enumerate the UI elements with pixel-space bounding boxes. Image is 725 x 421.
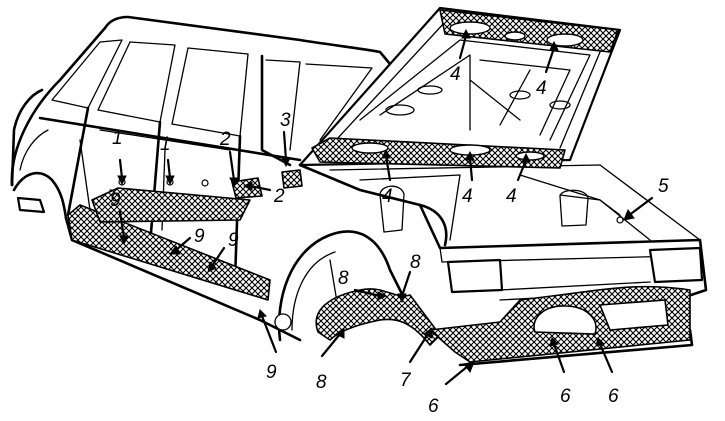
callout-3: 3 bbox=[280, 110, 291, 131]
open-hood bbox=[298, 6, 622, 169]
callout-7: 7 bbox=[400, 370, 412, 391]
callout-1: 1 bbox=[160, 134, 171, 155]
callout-6: 6 bbox=[560, 386, 571, 407]
leader-arrows bbox=[117, 28, 654, 386]
callout-8: 8 bbox=[410, 252, 421, 273]
callout-9: 9 bbox=[228, 230, 239, 251]
body-shell bbox=[10, 15, 708, 367]
callout-4: 4 bbox=[506, 186, 517, 207]
callout-1: 1 bbox=[112, 128, 123, 149]
callout-6: 6 bbox=[428, 396, 439, 417]
callout-9: 9 bbox=[266, 362, 277, 383]
callout-4: 4 bbox=[462, 186, 473, 207]
callout-9: 9 bbox=[194, 226, 205, 247]
callout-5: 5 bbox=[658, 176, 669, 197]
callout-8: 8 bbox=[316, 372, 327, 393]
callout-2: 2 bbox=[219, 129, 231, 150]
treated-zones bbox=[67, 169, 691, 363]
callout-2: 2 bbox=[273, 186, 285, 207]
callout-4: 4 bbox=[450, 64, 461, 85]
callout-9: 9 bbox=[110, 190, 121, 211]
callout-8: 8 bbox=[338, 268, 349, 289]
callout-4: 4 bbox=[536, 78, 547, 99]
callout-4: 4 bbox=[382, 186, 393, 207]
callout-labels: 1 1 2 2 3 4 4 4 4 4 5 6 6 6 7 8 8 8 9 9 … bbox=[110, 64, 669, 417]
callout-6: 6 bbox=[608, 386, 619, 407]
